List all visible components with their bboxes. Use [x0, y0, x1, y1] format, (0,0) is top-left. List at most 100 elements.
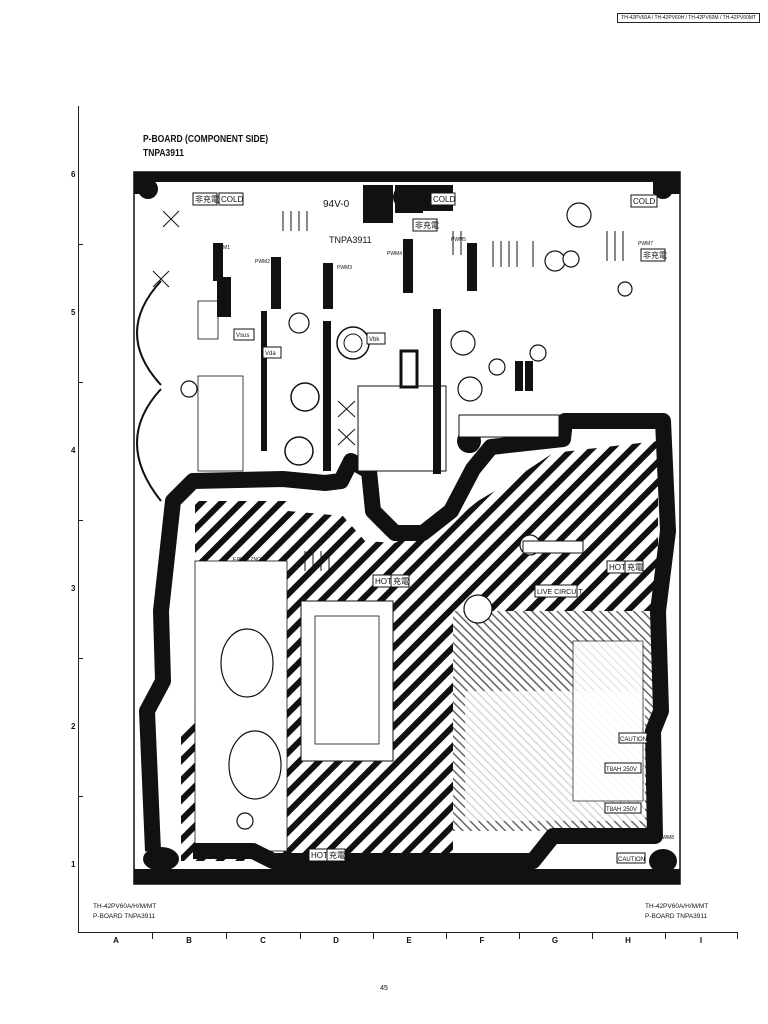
- bulk-capacitor: [228, 730, 282, 800]
- column-tick: [446, 932, 447, 939]
- capacitor: [450, 330, 476, 356]
- capacitor: [336, 326, 370, 360]
- cold-tag: COLD: [633, 197, 655, 206]
- pwm5-label: PWM5: [451, 237, 466, 243]
- column-tick: [592, 932, 593, 939]
- vda-tag-box: [262, 346, 282, 359]
- kanji-tag-box: [640, 248, 666, 262]
- capacitor-outline: [136, 388, 162, 502]
- capacitor: [566, 202, 592, 228]
- live-kanji-tag-box: [624, 560, 644, 574]
- pwm4-label: PWM4: [387, 251, 402, 257]
- caption-right: TH-42PV60A/H/M/MT P-BOARD TNPA3911: [645, 902, 708, 922]
- hot-tag: HOT: [609, 563, 626, 572]
- hot-tag: HOT: [375, 577, 392, 586]
- ic-outline: [399, 349, 419, 389]
- caption-right-board: P-BOARD TNPA3911: [645, 913, 708, 920]
- pwm7-label: PWM7: [638, 241, 653, 247]
- live-kanji-tag: 充電: [329, 850, 345, 860]
- column-tick: [152, 932, 153, 939]
- column-label-b: B: [186, 936, 192, 945]
- title-line-1: P-BOARD (COMPONENT SIDE): [143, 134, 269, 145]
- model-number-text: TH-42PV60A / TH-42PV60H / TH-42PV60M / T…: [621, 15, 756, 21]
- row-label-2: 2: [71, 722, 76, 731]
- row-label-5: 5: [71, 308, 76, 317]
- live-circuit-box: [534, 584, 578, 598]
- row-label-3: 3: [71, 584, 76, 593]
- capacitor: [284, 436, 314, 466]
- pcb-board-drawing: 非充電 COLD COLD 非充電 COLD 非充電 94V-0 TNPA391…: [133, 171, 681, 885]
- top-border-strip: [134, 172, 680, 182]
- caption-right-model: TH-42PV60A/H/M/MT: [645, 903, 709, 910]
- caution-label: CAUTION: [618, 857, 645, 863]
- capacitor: [457, 376, 483, 402]
- vbk-tag-box: [366, 332, 386, 345]
- mounting-hole: [393, 185, 417, 209]
- live-kanji-tag-box: [390, 574, 410, 588]
- column-label-h: H: [625, 936, 631, 945]
- fpwm-label: F.PWM ZNOM: [233, 557, 265, 563]
- capacitor: [290, 382, 320, 412]
- title-line-2: TNPA3911: [143, 148, 184, 159]
- column-tick: [519, 932, 520, 939]
- capacitor: [529, 344, 547, 362]
- resistor-array: [152, 210, 624, 571]
- pwm-connector: [323, 263, 333, 309]
- transistor: [525, 361, 533, 391]
- kanji-tag-box: [412, 218, 438, 232]
- row-tick: [78, 520, 83, 521]
- capacitor: [288, 312, 310, 334]
- live-circuit-tag: [522, 540, 584, 554]
- capacitor: [180, 380, 198, 398]
- caution-box: [618, 732, 648, 744]
- live-kanji-tag: 充電: [393, 576, 409, 586]
- capacitor: [562, 250, 580, 268]
- column-label-i: I: [699, 936, 703, 945]
- mounting-hole: [653, 179, 673, 199]
- bridge-area: [572, 640, 644, 802]
- grid-frame-bottom: [78, 932, 738, 933]
- vsus-tag-box: [233, 328, 255, 341]
- cold-tag-box: [218, 192, 244, 206]
- bottom-border-strip: [134, 869, 680, 884]
- model-number-box: TH-42PV60A / TH-42PV60H / TH-42PV60M / T…: [617, 13, 760, 23]
- pwm1-label: PWM1: [215, 245, 230, 251]
- pwm3-label: PWM3: [337, 265, 352, 271]
- column-label-a: A: [113, 936, 119, 945]
- pwm2-label: PWM2: [255, 259, 270, 265]
- vda-tag: Vda: [265, 351, 276, 357]
- caution-label: CAUTION: [620, 737, 647, 743]
- heatsink-bar: [323, 321, 331, 471]
- column-tick: [226, 932, 227, 939]
- transformer-core: [314, 615, 380, 745]
- pwm-connector: [213, 243, 223, 281]
- heatsink-bar: [261, 311, 267, 451]
- fuse-rating: T8AH 250V: [606, 807, 637, 813]
- caption-left-board: P-BOARD TNPA3911: [93, 913, 156, 920]
- page-number: 45: [380, 985, 388, 992]
- column-tick: [665, 932, 666, 939]
- row-label-1: 1: [71, 860, 76, 869]
- transistor: [515, 361, 523, 391]
- caption-left: TH-42PV60A/H/M/MT P-BOARD TNPA3911: [93, 902, 156, 922]
- row-tick: [78, 796, 83, 797]
- cold-module-area: [357, 385, 447, 472]
- live-kanji-tag: 充電: [627, 562, 643, 572]
- row-label-4: 4: [71, 446, 76, 455]
- capacitor: [488, 358, 506, 376]
- kanji-tag: 非充電: [195, 194, 219, 204]
- hot-tag: HOT: [311, 851, 328, 860]
- live-circuit-label: LIVE CIRCUIT: [537, 589, 583, 596]
- isolation-barrier: [139, 413, 676, 869]
- board-part-number: TNPA3911: [329, 235, 372, 245]
- bulk-capacitor: [220, 628, 274, 698]
- cold-tag-box: [630, 194, 658, 208]
- fuse-rating-box: [604, 802, 642, 814]
- capacitor: [544, 250, 566, 272]
- column-label-e: E: [406, 936, 412, 945]
- capacitor-area: [194, 560, 288, 852]
- capacitor-outline: [136, 280, 162, 386]
- fuse-rating: T8AH 250V: [606, 767, 637, 773]
- diagram-title: P-BOARD (COMPONENT SIDE) TNPA3911: [143, 133, 268, 161]
- pwm-connector: [403, 239, 413, 293]
